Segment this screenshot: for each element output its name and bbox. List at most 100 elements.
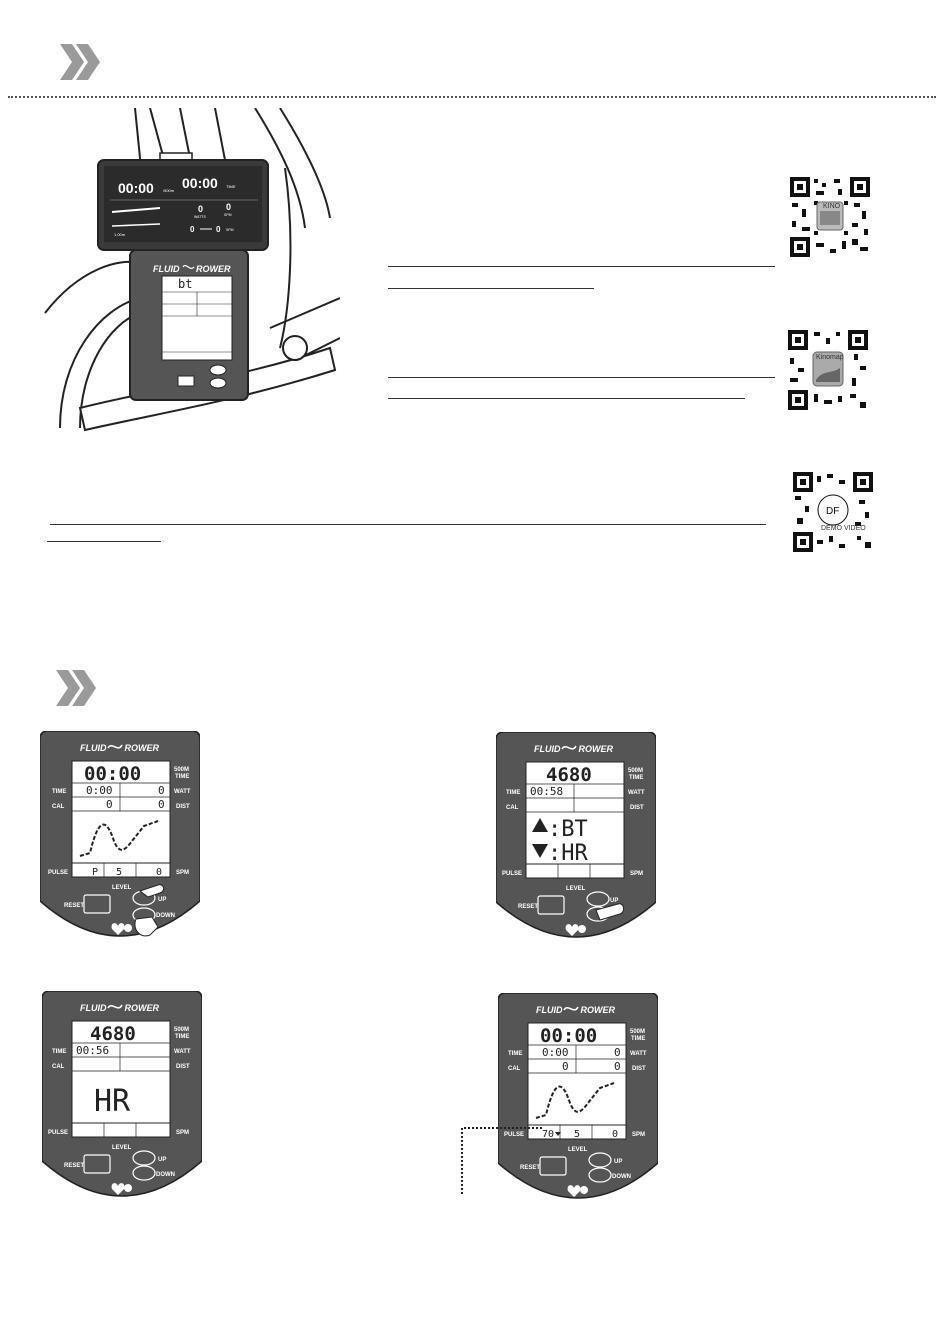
panel4-reset-button[interactable]: [539, 1156, 567, 1176]
text-underline: [388, 377, 775, 378]
bluetooth-icon: [580, 1186, 588, 1194]
text-underline: [388, 266, 775, 267]
panel4-watt-label: WATT: [630, 1051, 647, 1057]
rower-illustration: 00:00 /500m 00:00 TIME 0 WATTS 0 SPM 1.0…: [44, 108, 340, 432]
panel3-spm-label: SPM: [176, 1130, 189, 1136]
panel2-top: 4680: [546, 764, 592, 786]
panel4-cal-label: CAL: [508, 1066, 521, 1072]
panel4-compatible: COMPATIBLE: [558, 1198, 593, 1203]
phone-unit-left: /500m: [163, 188, 175, 193]
panel1-level-label: LEVEL: [112, 885, 132, 891]
panel4-down-button[interactable]: [588, 1167, 612, 1183]
panel3-level-label: LEVEL: [112, 1145, 132, 1151]
panel4-cal: 0: [562, 1060, 569, 1073]
panel2-brand: FLUID: [534, 744, 561, 754]
panel3-cal-label: CAL: [52, 1064, 65, 1070]
phone-dist: 0: [198, 204, 203, 214]
panel4-bottom-3: 0: [612, 1129, 618, 1140]
panel2-up-label: UP: [610, 898, 618, 904]
text-underline: [388, 288, 594, 289]
panel3-dist-label: DIST: [176, 1064, 190, 1070]
panel3-time-label: TIME: [52, 1049, 66, 1055]
panel3-up-button[interactable]: [132, 1150, 156, 1166]
panel4-reset-label: RESET: [520, 1165, 540, 1171]
panel1-500m-time: TIME: [175, 774, 189, 780]
panel3-reset-label: RESET: [64, 1163, 84, 1169]
panel2-line2: :HR: [548, 841, 588, 866]
panel1-bottom-3: 0: [156, 867, 162, 878]
panel4-level-label: LEVEL: [568, 1147, 588, 1153]
panel4-500m-time: TIME: [631, 1036, 645, 1042]
panel2-time-label: TIME: [506, 790, 520, 796]
device-brand: FLUID: [153, 264, 180, 274]
panel4-bottom-2: 5: [574, 1129, 580, 1140]
bluetooth-icon: [578, 925, 586, 933]
panel3-500m-time: TIME: [175, 1034, 189, 1040]
panel3-time: 00:56: [76, 1044, 109, 1057]
panel1-500m: 500M: [174, 767, 189, 773]
qr1-label: KINO: [823, 203, 841, 210]
phone-zero-b: 0: [216, 225, 221, 234]
panel4-watt: 0: [614, 1046, 621, 1059]
panel1-spm-label: SPM: [176, 870, 189, 876]
panel2-level-label: LEVEL: [566, 886, 586, 892]
panel1-cal-label: CAL: [52, 804, 65, 810]
panel2-time: 00:58: [530, 785, 563, 798]
panel2-line1: :BT: [548, 817, 588, 842]
heart-icon: [567, 1185, 581, 1197]
panel2-500m: 500M: [628, 768, 643, 774]
panel1-cal: 0: [106, 798, 113, 811]
phone-spm2: SPM: [226, 228, 234, 232]
panel4-time-label: TIME: [508, 1051, 522, 1057]
phone-zero-a: 0: [190, 225, 195, 234]
panel1-watt: 0: [158, 784, 165, 797]
pulse-callout-line: [461, 1127, 542, 1194]
svg-text:500M: 500M: [174, 767, 189, 773]
panel2-dist-label: DIST: [630, 805, 644, 811]
qr-code-kinomap-icon[interactable]: Kinomap: [788, 330, 868, 410]
hand-pointer-icon: [134, 884, 165, 937]
panel1-up-label: UP: [158, 897, 166, 903]
qr-code-kino-icon[interactable]: KINO: [790, 177, 870, 257]
panel1-dist-label: DIST: [176, 804, 190, 810]
panel2-up-button[interactable]: [586, 891, 610, 907]
panel3-reset-button[interactable]: [83, 1154, 111, 1174]
qr-code-demo-video-icon[interactable]: DF DEMO VIDEO: [793, 472, 873, 552]
panel1-reset-button[interactable]: [83, 894, 111, 914]
panel2-reset-button[interactable]: [537, 895, 565, 915]
dropdown-arrow-icon: [555, 1132, 561, 1136]
panel2-500m-time: TIME: [629, 775, 643, 781]
panel1-time-label: TIME: [52, 789, 66, 795]
panel1-brand2: ROWER: [125, 743, 160, 753]
device-lcd-top: bt: [178, 277, 192, 291]
bluetooth-icon: [124, 1184, 132, 1192]
panel1-reset-label: RESET: [64, 903, 84, 909]
text-underline: [47, 541, 161, 542]
phone-spm: 0: [226, 202, 231, 212]
panel3-top: 4680: [90, 1023, 136, 1045]
panel1-pulse-label: PULSE: [48, 870, 68, 876]
panel1-top: 00:00: [84, 763, 141, 785]
panel3-down-label: DOWN: [156, 1172, 175, 1178]
bluetooth-icon: [124, 924, 132, 932]
panel3-down-button[interactable]: [132, 1165, 156, 1181]
panel1-down-label: DOWN: [156, 913, 175, 919]
panel1-watt-label: WATT: [174, 789, 191, 795]
panel2-watt-label: WATT: [628, 790, 645, 796]
panel4-brand: FLUID: [536, 1005, 563, 1015]
phone-time-right: 00:00: [182, 175, 218, 191]
phone-dist-label: WATTS: [194, 215, 207, 219]
heart-icon: [111, 923, 125, 935]
panel3-pulse-label: PULSE: [48, 1130, 68, 1136]
hand-pointer-icon: [595, 903, 625, 921]
panel1-brand: FLUID: [80, 743, 107, 753]
panel4-up-button[interactable]: [588, 1152, 612, 1168]
panel2-pulse-label: PULSE: [502, 871, 522, 877]
svg-text:DF: DF: [826, 506, 839, 517]
